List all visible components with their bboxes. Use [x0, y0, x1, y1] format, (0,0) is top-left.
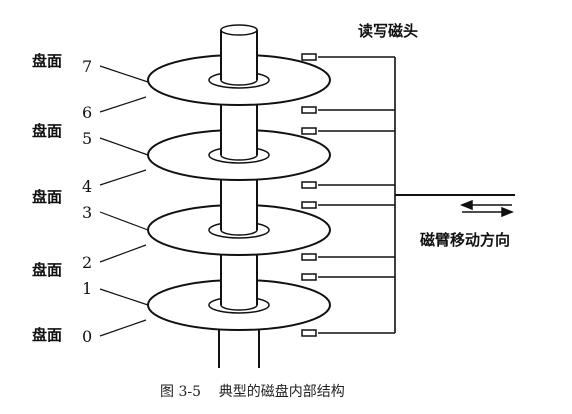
head-4 — [301, 181, 317, 189]
read-write-heads — [301, 53, 317, 337]
head-6 — [301, 106, 317, 114]
platter-1 — [147, 24, 331, 108]
platter-4 — [147, 265, 331, 331]
platter-3 — [147, 188, 331, 265]
surface-label-2: 盘面 — [32, 122, 62, 140]
surface-label-5: 盘面 — [32, 326, 62, 344]
surface-number-6: 6 — [82, 103, 92, 122]
figure-caption: 图 3-5 典型的磁盘内部结构 — [160, 383, 345, 400]
surface-number-7: 7 — [82, 57, 92, 76]
head-7 — [301, 53, 317, 61]
surface-label-3: 盘面 — [32, 188, 62, 206]
head-1 — [301, 273, 317, 281]
head-5 — [301, 127, 317, 135]
surface-number-1: 1 — [82, 279, 92, 298]
head-arm-assembly — [318, 56, 515, 334]
platter-2 — [147, 108, 331, 188]
surface-label-4: 盘面 — [32, 261, 62, 279]
surface-number-4: 4 — [82, 177, 92, 196]
arm-direction-label: 磁臂移动方向 — [420, 231, 510, 249]
surface-label-1: 盘面 — [32, 52, 62, 70]
surface-number-0: 0 — [82, 327, 92, 346]
surface-number-2: 2 — [82, 253, 92, 272]
head-0 — [301, 329, 317, 337]
heads-label: 读写磁头 — [358, 22, 418, 40]
surface-pointers — [99, 65, 149, 337]
arm-direction-arrows — [459, 199, 515, 218]
head-3 — [301, 201, 317, 209]
surface-number-3: 3 — [82, 203, 92, 222]
surface-number-5: 5 — [82, 129, 92, 148]
head-2 — [301, 253, 317, 261]
